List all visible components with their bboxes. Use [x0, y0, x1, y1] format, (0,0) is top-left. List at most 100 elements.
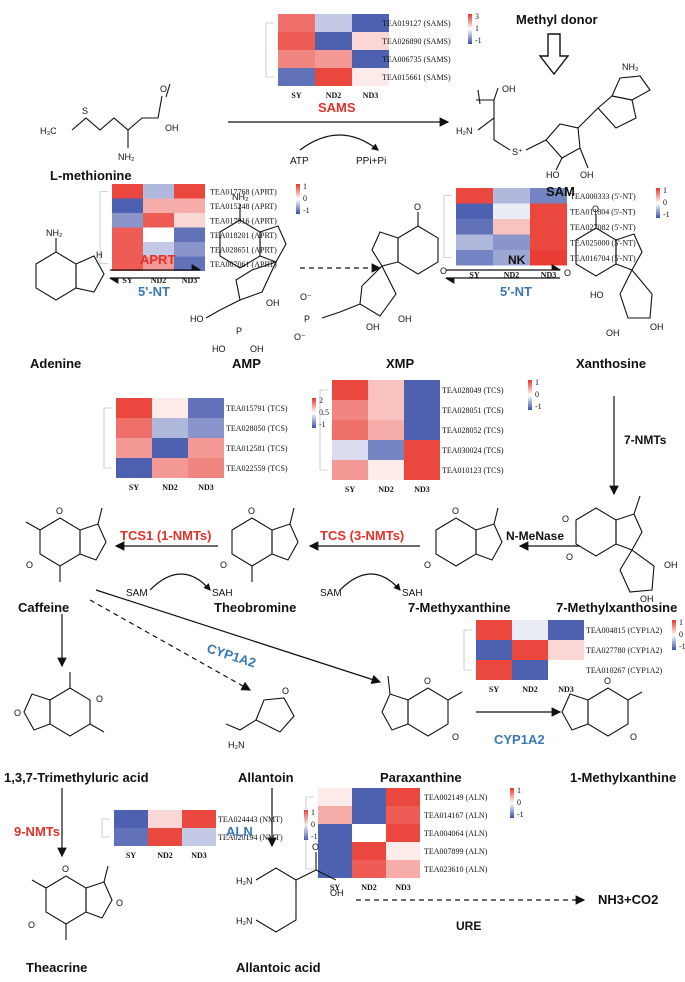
label-theobromine: Theobromine	[214, 600, 296, 615]
heatmap-column-label: ND2	[522, 685, 538, 694]
heatmap-gene-label: TEA015661 (SAMS)	[382, 73, 451, 82]
heatmap-cell	[476, 640, 512, 660]
enzyme-sams: SAMS	[318, 100, 356, 115]
heatmap-cell	[352, 806, 386, 824]
methylxanthosine-structure: O O OH OH	[562, 495, 678, 604]
label-caffeine: Caffeine	[18, 600, 69, 615]
heatmap-cell	[116, 418, 152, 438]
heatmap-column-label: ND3	[182, 276, 198, 285]
heatmap-cell	[530, 188, 567, 204]
heatmap-cell	[174, 227, 205, 242]
heatmap-cell	[143, 242, 174, 257]
heatmap-cell	[404, 460, 440, 480]
heatmap-gene-label: TEA004815 (CYP1A2)	[586, 626, 663, 635]
heatmap-cell	[315, 32, 352, 50]
dendrogram	[443, 195, 452, 259]
heatmap-column-label: ND2	[378, 485, 394, 494]
heatmap-gene-label: TEA028049 (TCS)	[442, 386, 504, 395]
heatmap-cell	[152, 438, 188, 458]
color-scale-label: -1	[679, 642, 685, 651]
arrow-atp-ppi	[299, 134, 379, 151]
heatmap-cell	[318, 842, 352, 860]
heatmap-gene-label: TEA028050 (TCS)	[226, 424, 288, 433]
l-methionine-structure: H₃C S O OH NH₂	[40, 83, 179, 162]
heatmap-cell	[332, 420, 368, 440]
svg-text:OH: OH	[640, 594, 654, 604]
svg-text:O⁻: O⁻	[294, 332, 306, 342]
arrow-sam-sah-2	[339, 573, 401, 591]
heatmap-cell	[114, 810, 148, 828]
svg-text:HO: HO	[590, 290, 604, 300]
heatmap-cell	[182, 810, 216, 828]
svg-text:O: O	[96, 694, 103, 704]
heatmap-gene-label: TEA006735 (SAMS)	[382, 55, 451, 64]
arrow-cyp1a2-a	[95, 589, 382, 684]
dendrogram	[319, 389, 328, 471]
svg-text:OH: OH	[650, 322, 664, 332]
heatmap-cell	[352, 68, 389, 86]
label-allantoin: Allantoin	[238, 770, 294, 785]
heatmap-cell	[112, 198, 143, 213]
theobromine-structure: O O	[220, 506, 299, 582]
svg-text:P: P	[304, 314, 310, 324]
heatmap-cell	[530, 250, 567, 266]
svg-text:NH₂: NH₂	[622, 62, 639, 72]
color-scale-bar	[656, 188, 660, 218]
heatmap-cell	[174, 198, 205, 213]
heatmap-column-label: SY	[126, 851, 136, 860]
color-scale-label: 0	[663, 198, 667, 207]
heatmap-column-label: ND2	[326, 91, 342, 100]
heatmap-cell	[143, 184, 174, 199]
enzyme-cyp1a2-b: CYP1A2	[494, 732, 545, 747]
heatmap-cell	[174, 213, 205, 228]
svg-text:OH: OH	[330, 888, 344, 898]
enzyme-ure: URE	[456, 919, 481, 933]
heatmap-cell	[332, 400, 368, 420]
heatmap-gene-label: TEA004064 (ALN)	[424, 829, 488, 838]
heatmap-cell	[548, 660, 584, 680]
heatmap-gene-label: TEA023610 (ALN)	[424, 865, 488, 874]
color-scale-label: 1	[535, 378, 539, 387]
heatmap-cell	[152, 458, 188, 478]
heatmap-cell	[278, 32, 315, 50]
svg-text:O: O	[28, 920, 35, 930]
svg-text:O: O	[248, 506, 255, 516]
heatmap-cell	[148, 828, 182, 846]
color-scale-label: -1	[517, 810, 524, 819]
heatmap-cell	[278, 50, 315, 68]
heatmap-cell	[456, 250, 493, 266]
heatmap-cell	[112, 213, 143, 228]
amp-structure: NH₂ OH HO P HO OH	[190, 192, 287, 354]
theacrine-structure: O O O	[28, 864, 123, 940]
label-xanthosine: Xanthosine	[576, 356, 646, 371]
heatmap-cell	[148, 810, 182, 828]
heatmap-cell	[530, 234, 567, 250]
svg-text:O: O	[56, 506, 63, 516]
svg-text:O: O	[452, 732, 459, 742]
enzyme-5nt-right: 5'-NT	[500, 284, 532, 299]
svg-text:H₂N: H₂N	[236, 876, 253, 886]
label-nh3co2: NH3+CO2	[598, 892, 658, 907]
heatmap-cell	[116, 398, 152, 418]
label-methylxanthine: 7-Methyxanthine	[408, 600, 511, 615]
svg-text:NH₂: NH₂	[118, 152, 135, 162]
svg-text:OH: OH	[580, 170, 594, 180]
color-scale-bar	[296, 184, 300, 214]
svg-text:H₂N: H₂N	[456, 126, 473, 136]
heatmap-gene-label: TEA017768 (APRT)	[210, 187, 277, 196]
heatmap-cell	[386, 842, 420, 860]
svg-text:OH: OH	[502, 84, 516, 94]
xanthosine-structure: O O OH OH HO	[564, 204, 664, 338]
heatmap-cell	[318, 824, 352, 842]
color-scale-label: 1	[663, 186, 667, 195]
heatmap-gene-label: TEA015791 (TCS)	[226, 404, 288, 413]
svg-text:OH: OH	[250, 344, 264, 354]
color-scale-label: -1	[535, 402, 542, 411]
enzyme-9nmts: 9-NMTs	[14, 824, 60, 839]
heatmap-cell	[143, 213, 174, 228]
svg-text:O: O	[564, 268, 571, 278]
dendrogram	[305, 796, 314, 870]
svg-text:O: O	[424, 676, 431, 686]
svg-text:S⁺: S⁺	[512, 147, 523, 157]
